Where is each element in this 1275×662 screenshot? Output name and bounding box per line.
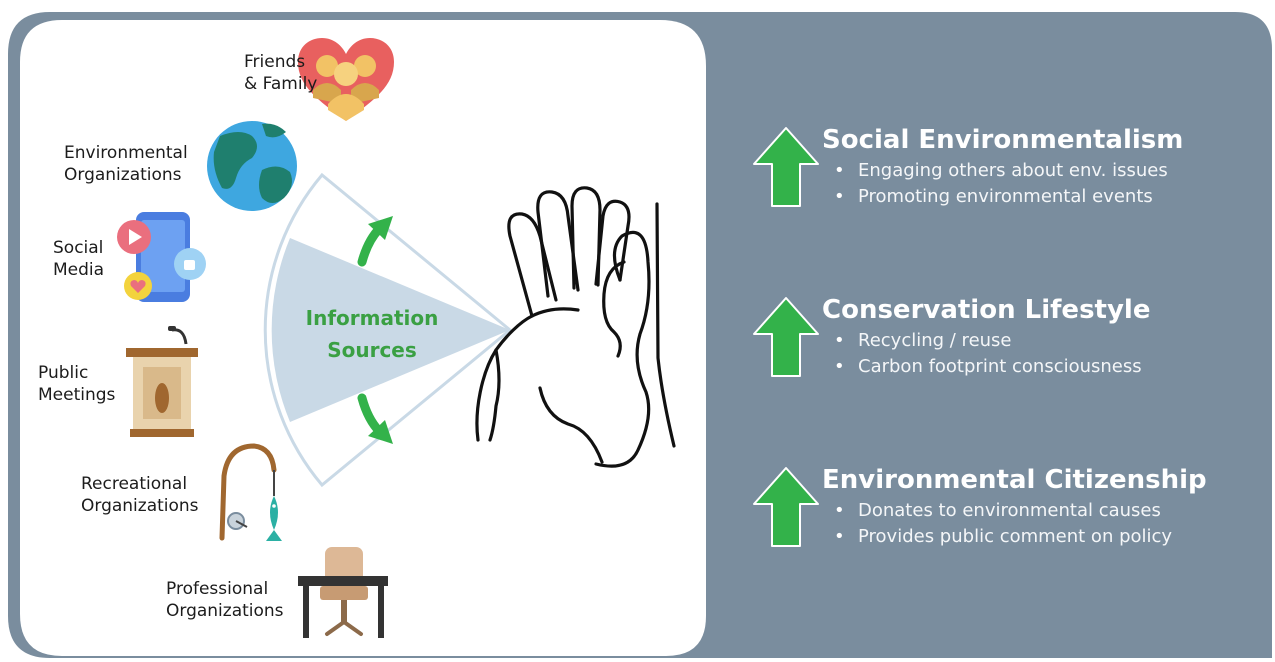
outcome-title: Social Environmentalism [822,125,1184,155]
up-arrow-icon-1 [753,127,819,207]
outcome-bullet: Promoting environmental events [822,184,1183,210]
source-label-friends: Friends& Family [244,52,318,94]
smartphone-icon [117,212,206,302]
up-arrow-icon-3 [753,467,819,547]
curved-arrow-up-icon [357,216,393,267]
outcome-social-environmentalism: Social Environmentalism Engaging others … [822,124,1183,210]
outcome-bullet: Carbon footprint consciousness [822,354,1150,380]
outcome-title: Conservation Lifestyle [822,295,1151,325]
office-desk-icon [298,547,388,638]
heart-family-icon [298,38,394,121]
fishing-rod-icon [219,443,282,541]
outcome-title: Environmental Citizenship [822,465,1207,495]
hand-ear-icon [475,186,676,468]
outcome-bullet: Provides public comment on policy [822,524,1207,550]
globe-icon [207,121,297,211]
outcome-bullet: Engaging others about env. issues [822,158,1183,184]
outcome-conservation-lifestyle: Conservation Lifestyle Recycling / reuse… [822,294,1150,380]
curved-arrow-down-icon [357,393,393,444]
outcome-environmental-citizenship: Environmental Citizenship Donates to env… [822,464,1207,550]
outcome-bullet: Donates to environmental causes [822,498,1207,524]
listening-cone-fill [271,238,510,422]
up-arrow-icon-2 [753,297,819,377]
outcome-bullet: Recycling / reuse [822,328,1150,354]
podium-icon [126,326,198,437]
